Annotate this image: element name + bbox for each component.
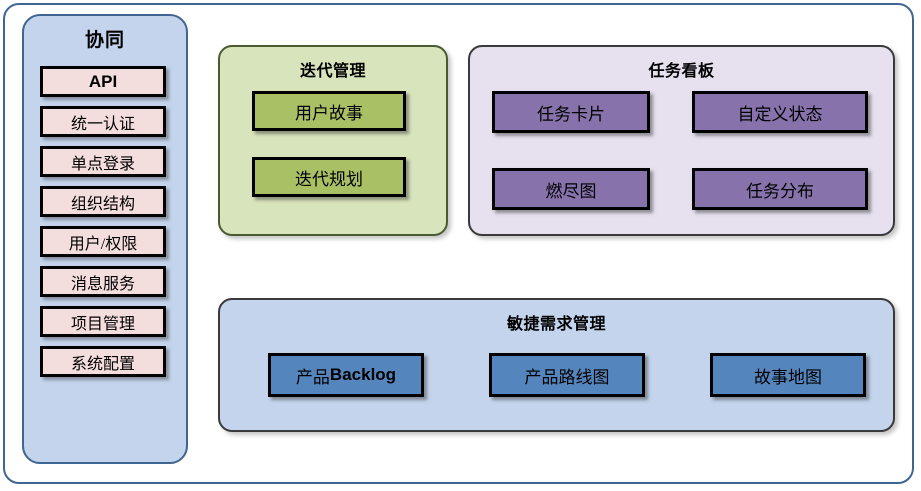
node-product-backlog-latin: Backlog — [329, 365, 397, 384]
panel-agile-title: 敏捷需求管理 — [506, 316, 606, 333]
sidebar-panel: 协同 API 统一认证 单点登录 组织结构 用户/权限 消息服务 项目管理 系统… — [22, 14, 188, 464]
panel-iteration-management: 迭代管理 — [218, 45, 448, 236]
sidebar-item-single-sign-on[interactable]: 单点登录 — [40, 146, 166, 177]
sidebar-item-user-permission[interactable]: 用户/权限 — [40, 226, 166, 257]
sidebar-item-message-service[interactable]: 消息服务 — [40, 266, 166, 297]
node-product-backlog-han: 产品 — [295, 367, 330, 387]
panel-iteration-title: 迭代管理 — [299, 63, 366, 80]
sidebar-item-list: API 统一认证 单点登录 组织结构 用户/权限 消息服务 项目管理 系统配置 — [40, 66, 172, 386]
node-iteration-planning[interactable]: 迭代规划 — [252, 157, 406, 197]
node-user-story[interactable]: 用户故事 — [252, 91, 406, 131]
sidebar-item-org-structure[interactable]: 组织结构 — [40, 186, 166, 217]
sidebar-item-api[interactable]: API — [40, 66, 166, 97]
node-burndown-chart[interactable]: 燃尽图 — [492, 168, 650, 210]
node-product-roadmap[interactable]: 产品路线图 — [489, 353, 645, 397]
node-story-map[interactable]: 故事地图 — [710, 353, 866, 397]
node-task-card[interactable]: 任务卡片 — [492, 91, 650, 133]
panel-task-board-title: 任务看板 — [648, 63, 715, 80]
sidebar-item-system-config[interactable]: 系统配置 — [40, 346, 166, 377]
sidebar-title: 协同 — [84, 30, 125, 51]
node-task-distribution[interactable]: 任务分布 — [692, 168, 868, 210]
sidebar-item-project-management[interactable]: 项目管理 — [40, 306, 166, 337]
node-custom-status[interactable]: 自定义状态 — [692, 91, 868, 133]
sidebar-item-unified-auth[interactable]: 统一认证 — [40, 106, 166, 137]
